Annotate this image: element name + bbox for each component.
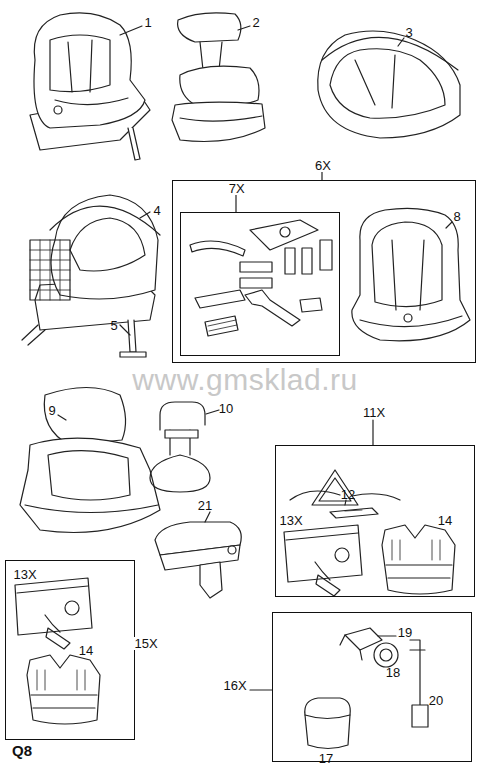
socket-parts [305,628,428,749]
page-code: Q8 [12,743,32,758]
callout-number: 21 [198,499,212,512]
group-box: 6X7X [172,180,476,363]
callout-number: 4 [153,204,160,217]
callout-number: 17 [319,752,333,765]
callout-number: 13X [13,568,36,581]
armrest [155,512,241,598]
callout-number: 3 [405,26,412,39]
callout-number: 9 [48,404,55,417]
booster-seat [20,388,160,533]
callout-number: 12 [341,488,355,501]
kit-box: 7X [180,212,340,356]
callout-number: 19 [398,626,412,639]
callout-number: 10 [219,402,233,415]
callout-number: 14 [438,514,452,527]
child-seat [30,13,150,160]
callout-number: 14 [79,644,93,657]
callout-number: 8 [453,210,460,223]
watermark: www.gmsklad.ru [132,365,357,395]
group-number: 6X [314,159,332,172]
callout-number: 1 [144,16,151,29]
group-box: 16X [272,612,472,762]
booster-seat [172,13,265,142]
accessory-kit [190,220,332,336]
hook [150,402,219,492]
group-number: 7X [228,182,246,195]
group-number: 16X [222,679,247,692]
first-aid-kit [15,525,362,649]
group-number: 11X [362,406,386,419]
callout-number: 2 [252,16,259,29]
callout-number: 18 [386,666,400,679]
warning-triangle [290,470,400,518]
safety-vest [27,525,455,724]
carrier-on-base [22,195,160,357]
group-box: 15X [5,560,135,740]
group-number: 15X [133,637,158,650]
baby-carrier [318,31,460,138]
callout-number: 20 [429,694,443,707]
callout-number: 13X [279,514,302,527]
callout-number: 5 [110,319,117,332]
child-seat [352,208,470,341]
